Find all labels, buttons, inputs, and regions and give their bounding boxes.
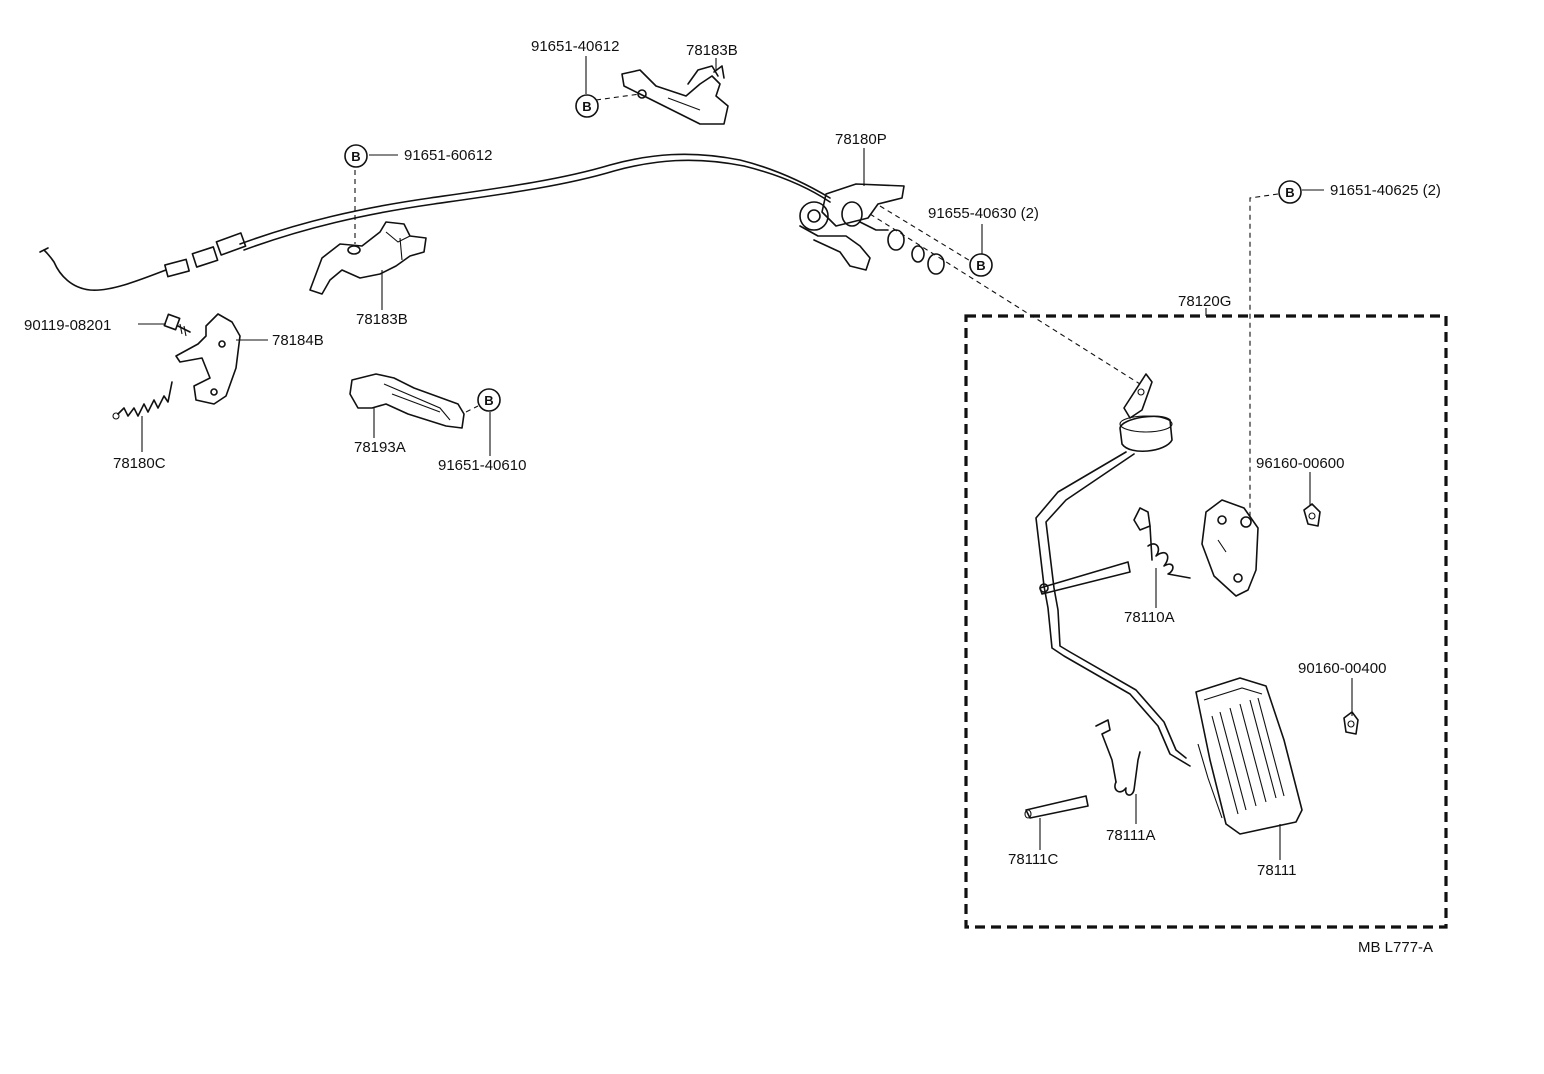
lever-78184B (175, 313, 241, 405)
spring-78180C (112, 381, 173, 420)
spring-78110A (1133, 507, 1191, 579)
label-78111C: 78111C (1008, 851, 1058, 868)
label-78120G: 78120G (1178, 293, 1231, 310)
clip-96160-00600 (1303, 503, 1321, 527)
bolt-marker-3: B (969, 253, 993, 277)
bracket-78193A (349, 373, 465, 429)
leader-lines (138, 56, 1353, 860)
bolt-marker-letter: B (351, 149, 360, 164)
label-78184B: 78184B (272, 332, 324, 349)
pedal-arm (1035, 373, 1191, 767)
label-78180C: 78180C (113, 455, 166, 472)
bolt-marker-letter: B (582, 99, 591, 114)
label-78193A: 78193A (354, 439, 406, 456)
bracket-78183B-top (621, 65, 729, 125)
assembly-box-78120G (964, 314, 1448, 929)
clip-90160-00400 (1343, 711, 1359, 735)
label-78110A: 78110A (1124, 609, 1175, 626)
label-90160-00400: 90160-00400 (1298, 660, 1386, 677)
label-78183B-mid: 78183B (356, 311, 408, 328)
label-78111: 78111 (1257, 862, 1297, 879)
bolt-90119-08201 (163, 313, 191, 337)
pedal-pad-78111 (1195, 677, 1303, 835)
accelerator-cable (39, 153, 831, 291)
spring-78111A (1095, 719, 1141, 796)
label-91651-60612: 91651-60612 (404, 147, 492, 164)
bolt-marker-5: B (477, 388, 501, 412)
pedal-bracket (1201, 499, 1259, 597)
bolt-marker-2: B (344, 144, 368, 168)
bolt-marker-4: B (1278, 180, 1302, 204)
bolt-marker-letter: B (976, 258, 985, 273)
bolt-marker-letter: B (484, 393, 493, 408)
bolt-marker-1: B (575, 94, 599, 118)
label-96160-00600: 96160-00600 (1256, 455, 1344, 472)
bracket-78180P (799, 183, 945, 275)
label-91651-40612: 91651-40612 (531, 38, 619, 55)
label-78111A: 78111A (1106, 827, 1156, 844)
label-90119-08201: 90119-08201 (24, 317, 111, 334)
diagram-code: MB L777-A (1358, 939, 1433, 956)
label-91651-40610: 91651-40610 (438, 457, 526, 474)
connection-lines (354, 93, 1279, 520)
label-91651-40625: 91651-40625 (2) (1330, 182, 1441, 199)
label-78180P: 78180P (835, 131, 887, 148)
label-91655-40630: 91655-40630 (2) (928, 205, 1039, 222)
label-78183B-top: 78183B (686, 42, 738, 59)
bolt-marker-letter: B (1285, 185, 1294, 200)
pin-78111C (1024, 795, 1089, 819)
bracket-78183B-mid (309, 221, 427, 295)
